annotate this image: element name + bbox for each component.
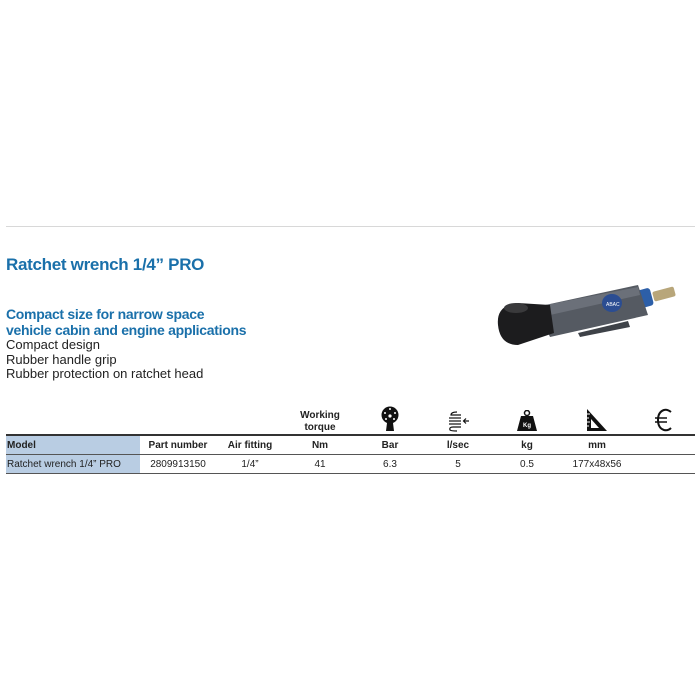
header-lsec: l/sec xyxy=(424,434,492,455)
working-torque-label: Working torque xyxy=(300,410,340,433)
header-part-number: Part number xyxy=(140,434,216,455)
product-subtitle: Compact size for narrow space vehicle ca… xyxy=(6,306,247,338)
product-title: Ratchet wrench 1/4” PRO xyxy=(6,255,205,274)
pressure-gauge-icon xyxy=(381,406,399,431)
cell-kg: 0.5 xyxy=(492,454,562,474)
top-divider xyxy=(6,226,695,227)
header-nm: Nm xyxy=(284,434,356,455)
ratchet-wrench-image: ABAC xyxy=(497,285,676,345)
header-model: Model xyxy=(6,434,140,455)
cell-mm: 177x48x56 xyxy=(562,454,632,474)
air-flow-icon xyxy=(449,411,469,432)
feature-list: Compact design Rubber handle grip Rubber… xyxy=(6,337,204,382)
header-mm: mm xyxy=(562,434,632,455)
header-kg: kg xyxy=(492,434,562,455)
header-air-fitting: Air fitting xyxy=(216,434,284,455)
feature-item: Rubber protection on ratchet head xyxy=(6,366,204,382)
cell-price xyxy=(632,454,695,474)
spec-table: Working torque Kg Model Part number Air … xyxy=(6,398,695,474)
subtitle-line: vehicle cabin and engine applications xyxy=(6,322,247,338)
cell-lsec: 5 xyxy=(424,454,492,474)
header-price xyxy=(632,434,695,455)
euro-icon xyxy=(654,408,672,432)
cell-air-fitting: 1/4” xyxy=(216,454,284,474)
table-row: Ratchet wrench 1/4” PRO 2809913150 1/4” … xyxy=(6,454,695,474)
icon-row: Working torque Kg xyxy=(6,398,695,435)
brand-logo: ABAC xyxy=(606,302,620,308)
header-bar: Bar xyxy=(356,434,424,455)
cell-nm: 41 xyxy=(284,454,356,474)
subtitle-line: Compact size for narrow space xyxy=(6,306,205,322)
cell-bar: 6.3 xyxy=(356,454,424,474)
cell-part-number: 2809913150 xyxy=(140,454,216,474)
feature-item: Compact design xyxy=(6,337,100,352)
svg-text:Kg: Kg xyxy=(523,423,531,429)
cell-model: Ratchet wrench 1/4” PRO xyxy=(6,454,140,474)
header-row: Model Part number Air fitting Nm Bar l/s… xyxy=(6,434,695,455)
dimensions-icon xyxy=(587,409,607,431)
weight-icon: Kg xyxy=(517,410,537,431)
feature-item: Rubber handle grip xyxy=(6,351,117,367)
